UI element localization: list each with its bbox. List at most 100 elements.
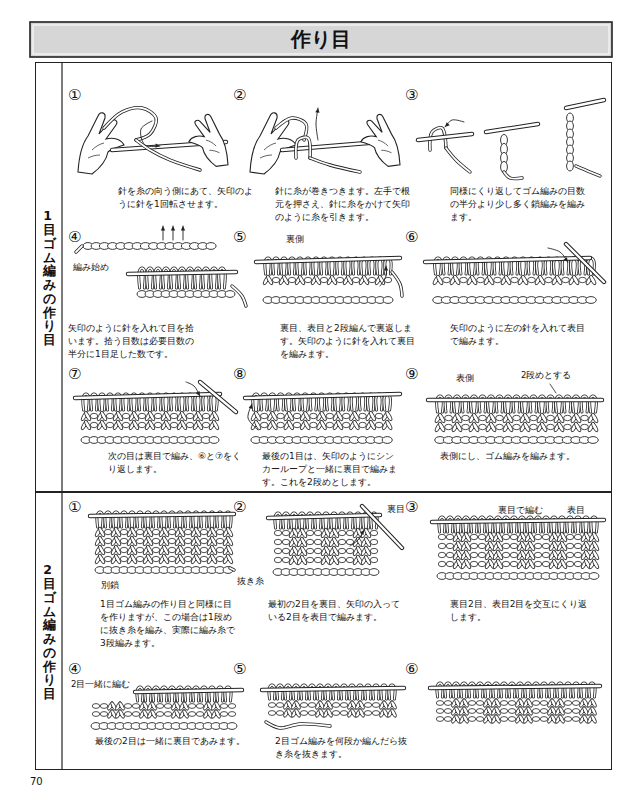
knit-stitch — [592, 558, 600, 569]
purl-stitch — [574, 543, 581, 548]
step-number: ⑥ — [405, 662, 418, 677]
purl-stitch — [106, 422, 113, 427]
yarn-line — [266, 722, 330, 728]
purl-stitch — [152, 547, 159, 552]
purl-stitch — [274, 530, 281, 535]
page-number: 70 — [30, 777, 43, 787]
needle — [486, 124, 538, 132]
purl-stitch — [268, 703, 275, 708]
purl-stitch — [508, 709, 515, 714]
purl-stitch — [476, 709, 483, 714]
needle — [418, 134, 472, 140]
purl-stitch — [479, 424, 487, 429]
chain-stitch — [227, 723, 237, 730]
purl-stitch — [510, 552, 517, 557]
purl-stitch — [340, 711, 347, 716]
purl-stitch — [304, 277, 311, 282]
purl-stitch — [346, 557, 353, 562]
purl-stitch — [338, 557, 345, 562]
step-number: ② — [233, 500, 246, 515]
yarn-line — [293, 685, 299, 699]
purl-stitch — [478, 561, 485, 566]
hand — [250, 113, 296, 174]
purl-stitch — [124, 704, 131, 709]
purl-stitch — [534, 552, 541, 557]
purl-stitch — [106, 413, 113, 418]
step-number: ① — [68, 88, 81, 103]
purl-stitch — [564, 709, 571, 714]
purl-stitch — [542, 561, 549, 566]
purl-stitch — [277, 422, 285, 427]
purl-stitch — [152, 556, 159, 561]
purl-stitch — [528, 277, 536, 282]
purl-stitch — [530, 415, 538, 420]
yarn-line — [350, 530, 364, 546]
yarn-line — [232, 286, 246, 306]
needle — [128, 272, 236, 274]
purl-stitch — [186, 422, 193, 427]
yarn-line — [316, 108, 318, 140]
purl-stitch — [338, 530, 345, 535]
purl-stitch — [468, 717, 475, 722]
needle — [268, 515, 380, 518]
purl-stitch — [462, 415, 470, 420]
purl-stitch — [566, 534, 573, 539]
purl-stitch — [164, 712, 171, 717]
purl-stitch — [200, 547, 207, 552]
purl-stitch — [200, 538, 207, 543]
purl-stitch — [152, 529, 159, 534]
needle — [428, 398, 602, 402]
yarn-line — [455, 517, 461, 532]
hand — [78, 113, 124, 174]
purl-stitch — [445, 424, 453, 429]
part-label: 表側 — [455, 373, 475, 383]
chain-stitch — [586, 297, 597, 304]
needle — [425, 258, 590, 262]
step-number: ⑨ — [405, 367, 418, 382]
purl-stitch — [120, 529, 127, 534]
purl-stitch — [168, 538, 175, 543]
purl-stitch — [508, 701, 515, 706]
purl-stitch — [470, 561, 477, 566]
needle — [566, 244, 604, 282]
yarn-line — [104, 108, 156, 140]
purl-stitch — [478, 543, 485, 548]
needle — [432, 520, 604, 522]
purl-stitch — [502, 543, 509, 548]
yarn-line — [155, 268, 161, 288]
purl-stitch — [122, 422, 129, 427]
purl-stitch — [136, 556, 143, 561]
step-caption: 最初の2目を裏目、矢印の入っている2目を表目で編みます。 — [268, 598, 407, 624]
section-label: 2目ゴム編みの作り目 — [43, 563, 56, 701]
purl-stitch — [156, 704, 163, 709]
purl-stitch — [476, 701, 483, 706]
yarn-line — [293, 685, 299, 699]
purl-stitch — [138, 413, 145, 418]
yarn-line — [446, 148, 470, 172]
purl-stitch — [530, 424, 538, 429]
purl-stitch — [276, 703, 283, 708]
purl-stitch — [310, 413, 318, 418]
needle — [268, 515, 380, 518]
purl-stitch — [372, 703, 379, 708]
purl-stitch — [478, 552, 485, 557]
step-caption: 矢印のように左の針を入れて表目で編みます。 — [450, 322, 589, 348]
purl-stitch — [502, 534, 509, 539]
purl-stitch — [346, 530, 353, 535]
purl-stitch — [336, 277, 343, 282]
yarn-line — [469, 683, 475, 697]
purl-stitch — [562, 277, 570, 282]
needle — [432, 520, 604, 522]
purl-stitch — [132, 712, 139, 717]
purl-stitch — [436, 717, 443, 722]
step-number: ⑧ — [233, 367, 246, 382]
purl-stitch — [326, 413, 334, 418]
purl-stitch — [532, 717, 539, 722]
needle — [200, 382, 236, 412]
hand — [189, 114, 228, 166]
yarn-line — [469, 683, 475, 697]
purl-stitch — [564, 424, 572, 429]
purl-stitch — [494, 277, 502, 282]
purl-stitch — [120, 556, 127, 561]
arrow-head — [171, 226, 175, 231]
